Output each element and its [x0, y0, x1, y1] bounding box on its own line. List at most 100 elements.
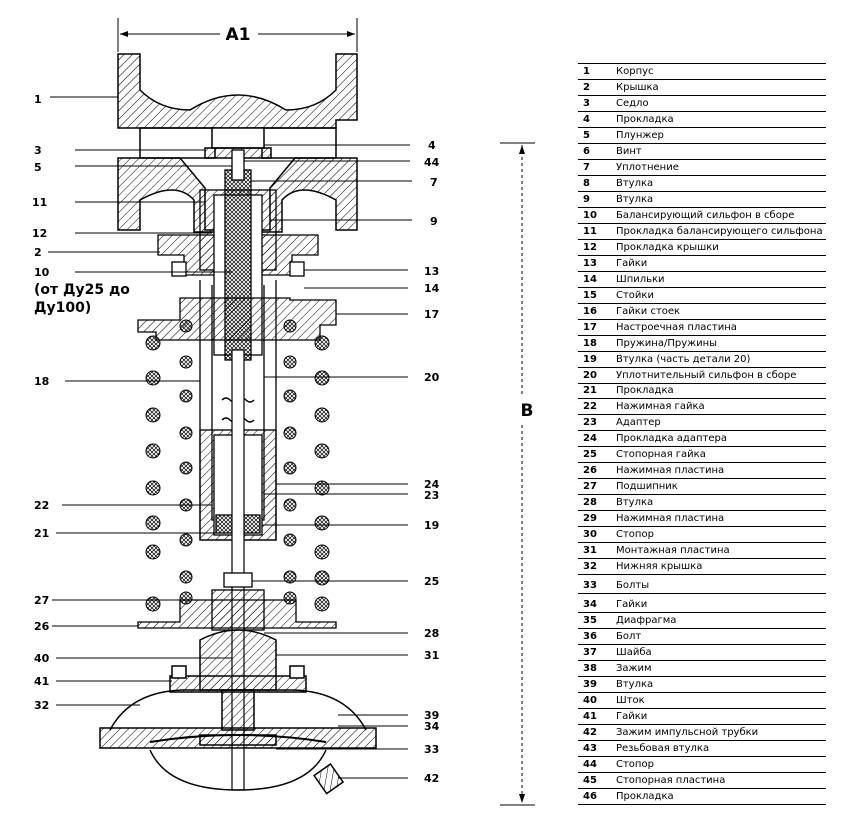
- callout-31: 31: [424, 649, 439, 662]
- part-name: Гайки стоек: [616, 306, 681, 317]
- yoke-plate: [137, 297, 337, 341]
- callout-21: 21: [34, 527, 49, 540]
- part-number: 22: [583, 401, 597, 412]
- part-name: Гайки: [616, 258, 648, 269]
- callout-2: 2: [34, 246, 42, 259]
- part-number: 16: [583, 306, 597, 317]
- callout-19: 19: [424, 519, 439, 532]
- part-number: 33: [583, 580, 597, 591]
- part-number: 27: [583, 481, 597, 492]
- size-note-line2: Ду100): [34, 300, 91, 316]
- callout-42: 42: [424, 772, 439, 785]
- part-number: 30: [583, 529, 597, 540]
- part-number: 9: [583, 194, 590, 205]
- part-number: 43: [583, 743, 597, 754]
- part-number: 8: [583, 178, 590, 189]
- part-number: 6: [583, 146, 590, 157]
- callout-28: 28: [424, 627, 439, 640]
- part-name: Втулка: [616, 178, 654, 189]
- part-name: Прокладка: [616, 385, 674, 396]
- part-number: 15: [583, 290, 597, 301]
- part-name: Нижняя крышка: [616, 561, 703, 572]
- parts-list-row: 40 Шток: [578, 693, 826, 709]
- leader-lines-right: [244, 144, 412, 779]
- part-number: 35: [583, 615, 597, 626]
- callout-18: 18: [34, 375, 49, 388]
- callout-17: 17: [424, 308, 439, 321]
- part-number: 41: [583, 711, 597, 722]
- callout-24: 24: [424, 478, 440, 491]
- part-name: Балансирующий сильфон в сборе: [616, 210, 795, 221]
- callout-44: 44: [424, 156, 440, 169]
- parts-list-row: 13 Гайки: [578, 256, 826, 272]
- part-number: 32: [583, 561, 597, 572]
- callout-4: 4: [428, 139, 436, 152]
- callout-32: 32: [34, 699, 49, 712]
- callout-26: 26: [34, 620, 50, 633]
- part-number: 18: [583, 338, 597, 349]
- part-name: Болт: [616, 631, 642, 642]
- part-name: Втулка: [616, 497, 654, 508]
- part-number: 7: [583, 162, 590, 173]
- callout-13: 13: [424, 265, 439, 278]
- part-name: Нажимная пластина: [616, 513, 725, 524]
- part-number: 28: [583, 497, 597, 508]
- part-number: 17: [583, 322, 597, 333]
- part-name: Прокладка адаптера: [616, 433, 727, 444]
- pressure-plate: [137, 572, 337, 631]
- callout-12: 12: [32, 227, 47, 240]
- part-name: Гайки: [616, 599, 648, 610]
- dimension-b-label: B: [521, 401, 534, 421]
- part-name: Уплотнительный сильфон в сборе: [616, 370, 797, 381]
- dimension-a1: A1: [117, 18, 358, 52]
- part-name: Диафрагма: [616, 615, 677, 626]
- part-name: Прокладка крышки: [616, 242, 719, 253]
- callout-23: 23: [424, 489, 439, 502]
- parts-list-row: 17 Настроечная пластина: [578, 320, 826, 336]
- part-name: Настроечная пластина: [616, 322, 737, 333]
- part-number: 40: [583, 695, 597, 706]
- callout-34: 34: [424, 720, 440, 733]
- parts-list-row: 35 Диафрагма: [578, 613, 826, 629]
- part-number: 14: [583, 274, 597, 285]
- part-name: Шток: [616, 695, 645, 706]
- spring-right: [283, 319, 330, 612]
- part-name: Монтажная пластина: [616, 545, 730, 556]
- part-number: 13: [583, 258, 597, 269]
- callout-11: 11: [32, 196, 47, 209]
- part-number: 26: [583, 465, 597, 476]
- parts-list-row: 26 Нажимная пластина: [578, 463, 826, 479]
- callout-5: 5: [34, 161, 42, 174]
- part-name: Нажимная пластина: [616, 465, 725, 476]
- part-number: 39: [583, 679, 597, 690]
- part-name: Подшипник: [616, 481, 678, 492]
- parts-list-row: 8 Втулка: [578, 176, 826, 192]
- part-number: 24: [583, 433, 597, 444]
- part-number: 45: [583, 775, 597, 786]
- spring-left: [145, 319, 193, 612]
- parts-list-row: 27 Подшипник: [578, 479, 826, 495]
- part-number: 37: [583, 647, 597, 658]
- callout-22: 22: [34, 499, 49, 512]
- part-number: 42: [583, 727, 597, 738]
